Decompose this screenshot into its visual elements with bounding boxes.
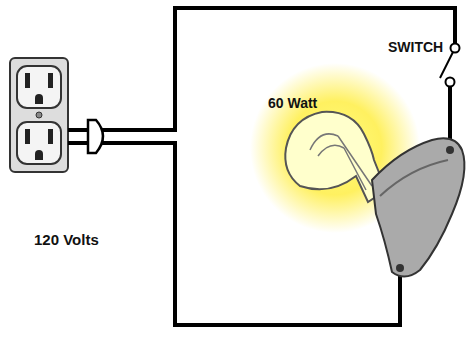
outlet-slot: [48, 73, 53, 88]
voltage-label: 120 Volts: [34, 232, 99, 249]
outlet-slot: [48, 129, 53, 144]
plug-prong: [68, 128, 88, 132]
switch-terminal: [446, 78, 455, 87]
filament: [310, 134, 372, 190]
plug-body: [88, 120, 103, 153]
bulb-glass: [285, 112, 386, 202]
switch-terminal: [451, 44, 460, 53]
switch-lever: [440, 52, 453, 78]
plug-prong: [68, 141, 88, 145]
outlet-plate: [10, 58, 68, 172]
socket-terminal: [396, 264, 404, 272]
bulb-socket: [372, 138, 464, 276]
wattage-label: 60 Watt: [268, 96, 317, 111]
receptacle: [17, 122, 61, 164]
ground-hole: [35, 150, 43, 160]
receptacle: [17, 66, 61, 108]
outlet-screw: [36, 112, 42, 118]
outlet-slot: [25, 129, 30, 144]
outlet-slot: [25, 73, 30, 88]
switch-label: SWITCH: [388, 40, 443, 55]
ground-hole: [35, 94, 43, 104]
socket-terminal: [446, 146, 454, 154]
top-wire: [100, 8, 455, 130]
socket-ridge: [380, 160, 448, 196]
